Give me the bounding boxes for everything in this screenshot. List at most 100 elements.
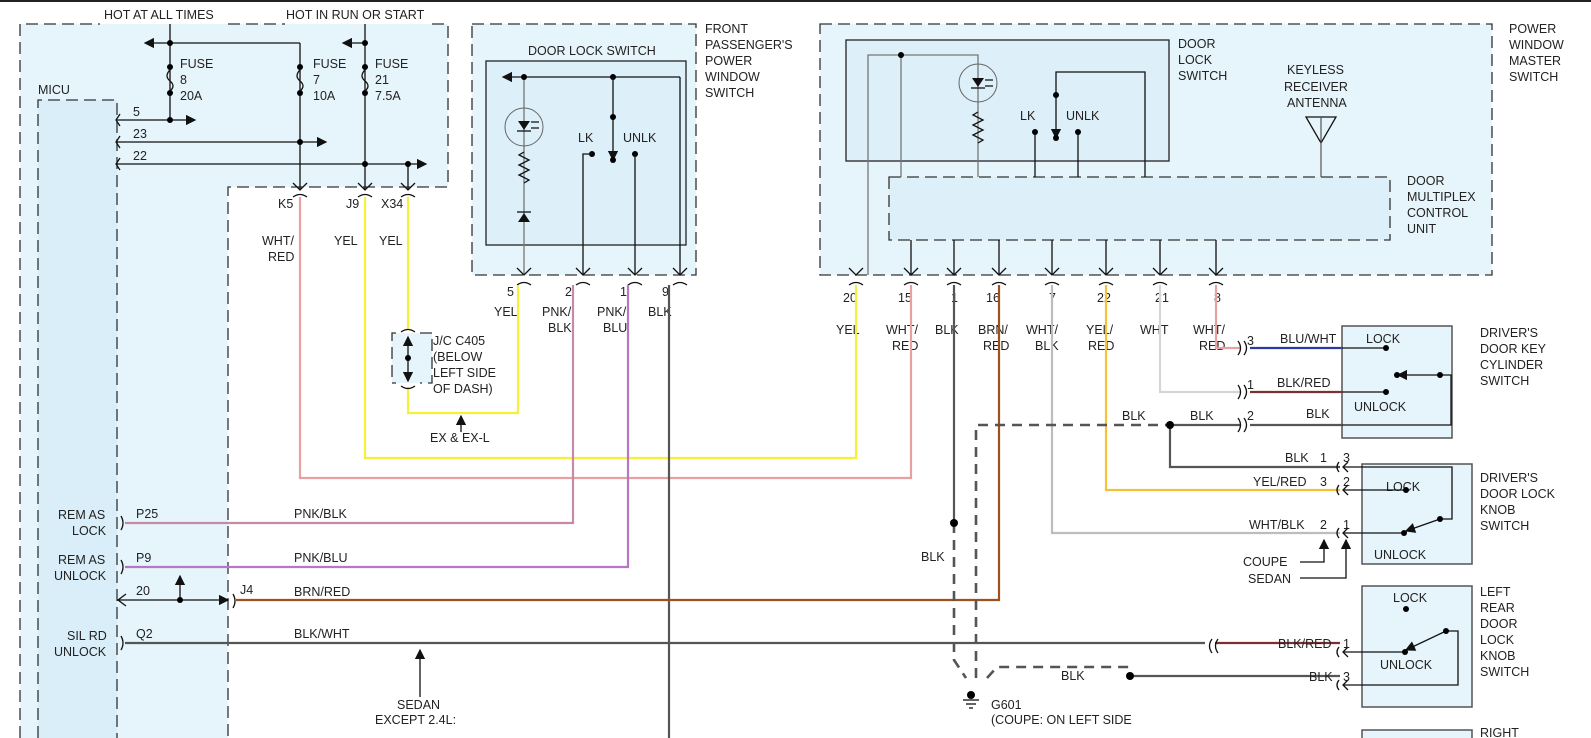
svg-text:8: 8 [180,73,187,87]
svg-text:RED: RED [892,339,918,353]
svg-text:(BELOW: (BELOW [433,350,483,364]
ms-lk-label: LK [1020,109,1036,123]
wire-k5-l1: WHT/ [262,234,294,248]
svg-text:WHT/: WHT/ [1193,323,1225,337]
micu-output-labels: REM AS LOCK REM AS UNLOCK SIL RD UNLOCK … [54,507,350,659]
svg-text:BLK/WHT: BLK/WHT [294,627,350,641]
svg-text:P25: P25 [136,507,158,521]
svg-text:BLK: BLK [1285,451,1309,465]
svg-text:8: 8 [1214,291,1221,305]
svg-text:21: 21 [1155,291,1169,305]
notes: EX & EX-L SEDAN EXCEPT 2.4L: BLK [375,414,945,727]
junction-c405: J/C C405 (BELOW LEFT SIDE OF DASH) [391,328,496,396]
svg-text:SEDAN: SEDAN [1248,572,1291,586]
svg-text:YEL/RED: YEL/RED [1253,475,1307,489]
ground-g601: G601 (COUPE: ON LEFT SIDE [963,691,1132,727]
svg-text:BLK/RED: BLK/RED [1278,637,1332,651]
svg-text:SWITCH: SWITCH [705,86,754,100]
fp-lk-label: LK [578,131,594,145]
svg-text:J/C C405: J/C C405 [433,334,485,348]
connector-pin-icon [1098,267,1114,286]
wire-wht [1158,285,1240,394]
svg-text:WINDOW: WINDOW [705,70,760,84]
svg-text:20A: 20A [180,89,203,103]
master-switch-pins: 20 15 1 16 7 22 21 8 YEL WHT/ RED BLK BR… [836,291,1225,353]
fuse-box-pins: K5 J9 X34 WHT/ RED YEL YEL [262,182,416,264]
wire-x34: YEL [379,234,403,248]
svg-text:UNLOCK: UNLOCK [1380,658,1433,672]
svg-text:PNK/BLU: PNK/BLU [294,551,348,565]
under-dash-fuse-box: HOT AT ALL TIMES HOT IN RUN OR START [19,8,449,738]
svg-text:WHT/BLK: WHT/BLK [1249,518,1305,532]
svg-text:SWITCH: SWITCH [1178,69,1227,83]
svg-text:3: 3 [1343,451,1350,465]
svg-text:ANTENNA: ANTENNA [1287,96,1347,110]
svg-text:FRONT: FRONT [705,22,748,36]
svg-text:2: 2 [1343,475,1350,489]
fp-unlk-label: UNLK [623,131,657,145]
svg-text:20: 20 [843,291,857,305]
sedan-note-l1: SEDAN [397,698,440,712]
svg-text:LEFT: LEFT [1480,585,1511,599]
svg-text:DOOR: DOOR [1178,37,1216,51]
svg-text:PNK/: PNK/ [542,305,572,319]
connector-pin-icon [903,267,919,286]
wire-yel-red [1104,285,1340,492]
svg-text:COUPE: COUPE [1243,555,1287,569]
svg-text:1: 1 [1247,378,1254,392]
svg-text:BLU/WHT: BLU/WHT [1280,332,1337,346]
connector-pin-icon [1152,267,1168,286]
hot-at-all-times-label: HOT AT ALL TIMES [104,8,214,22]
svg-text:BRN/RED: BRN/RED [294,585,350,599]
ms-unlk-label: UNLK [1066,109,1100,123]
svg-text:CONTROL: CONTROL [1407,206,1468,220]
micu-terminal-22: 22 [133,149,147,163]
svg-text:3: 3 [1343,670,1350,684]
svg-text:J4: J4 [240,583,253,597]
svg-text:DOOR: DOOR [1407,174,1445,188]
svg-text:SIL RD: SIL RD [67,629,107,643]
svg-text:7: 7 [313,73,320,87]
svg-text:5: 5 [507,285,514,299]
svg-text:UNLOCK: UNLOCK [1374,548,1427,562]
svg-text:BLK: BLK [1035,339,1059,353]
svg-text:BLK/RED: BLK/RED [1277,376,1331,390]
svg-text:RED: RED [1088,339,1114,353]
svg-text:LOCK: LOCK [1393,591,1428,605]
svg-text:Q2: Q2 [136,627,153,641]
micu-module: MICU [37,83,118,738]
svg-text:WHT/: WHT/ [1026,323,1058,337]
fuse-8: FUSE 8 20A [180,57,213,103]
wire-yel-j9 [363,197,858,460]
lock-knob-switch: LOCK UNLOCK BLK 1 3 YEL/RED 3 2 WHT/BLK … [1243,451,1556,586]
svg-text:7.5A: 7.5A [375,89,401,103]
svg-text:SWITCH: SWITCH [1480,519,1529,533]
svg-text:KNOB: KNOB [1480,503,1515,517]
svg-text:DRIVER'S: DRIVER'S [1480,471,1538,485]
svg-text:YEL/: YEL/ [1086,323,1114,337]
svg-text:10A: 10A [313,89,336,103]
svg-text:21: 21 [375,73,389,87]
connector-pin-icon [1208,267,1224,286]
svg-text:LEFT SIDE: LEFT SIDE [433,366,496,380]
svg-text:1: 1 [1320,451,1327,465]
svg-text:OF DASH): OF DASH) [433,382,493,396]
svg-text:UNIT: UNIT [1407,222,1437,236]
wire-j9: YEL [334,234,358,248]
connector-pin-icon [1044,267,1060,286]
svg-text:PNK/: PNK/ [597,305,627,319]
right-rear-lock-knob-switch: RIGHT [1361,726,1519,738]
left-rear-lock-knob-switch: LOCK UNLOCK BLK/RED 1 BLK 3 BLK LEFT REA… [1061,585,1529,708]
svg-text:FUSE: FUSE [313,57,346,71]
svg-text:DOOR KEY: DOOR KEY [1480,342,1547,356]
connector-pin-icon [946,267,962,286]
svg-text:20: 20 [136,584,150,598]
svg-text:BLK: BLK [1122,409,1146,423]
ground-blk-label: BLK [921,550,945,564]
svg-text:BLU: BLU [603,321,627,335]
svg-text:LOCK: LOCK [1366,332,1401,346]
svg-text:G601: G601 [991,698,1022,712]
svg-text:LOCK: LOCK [72,524,107,538]
svg-text:FUSE: FUSE [375,57,408,71]
